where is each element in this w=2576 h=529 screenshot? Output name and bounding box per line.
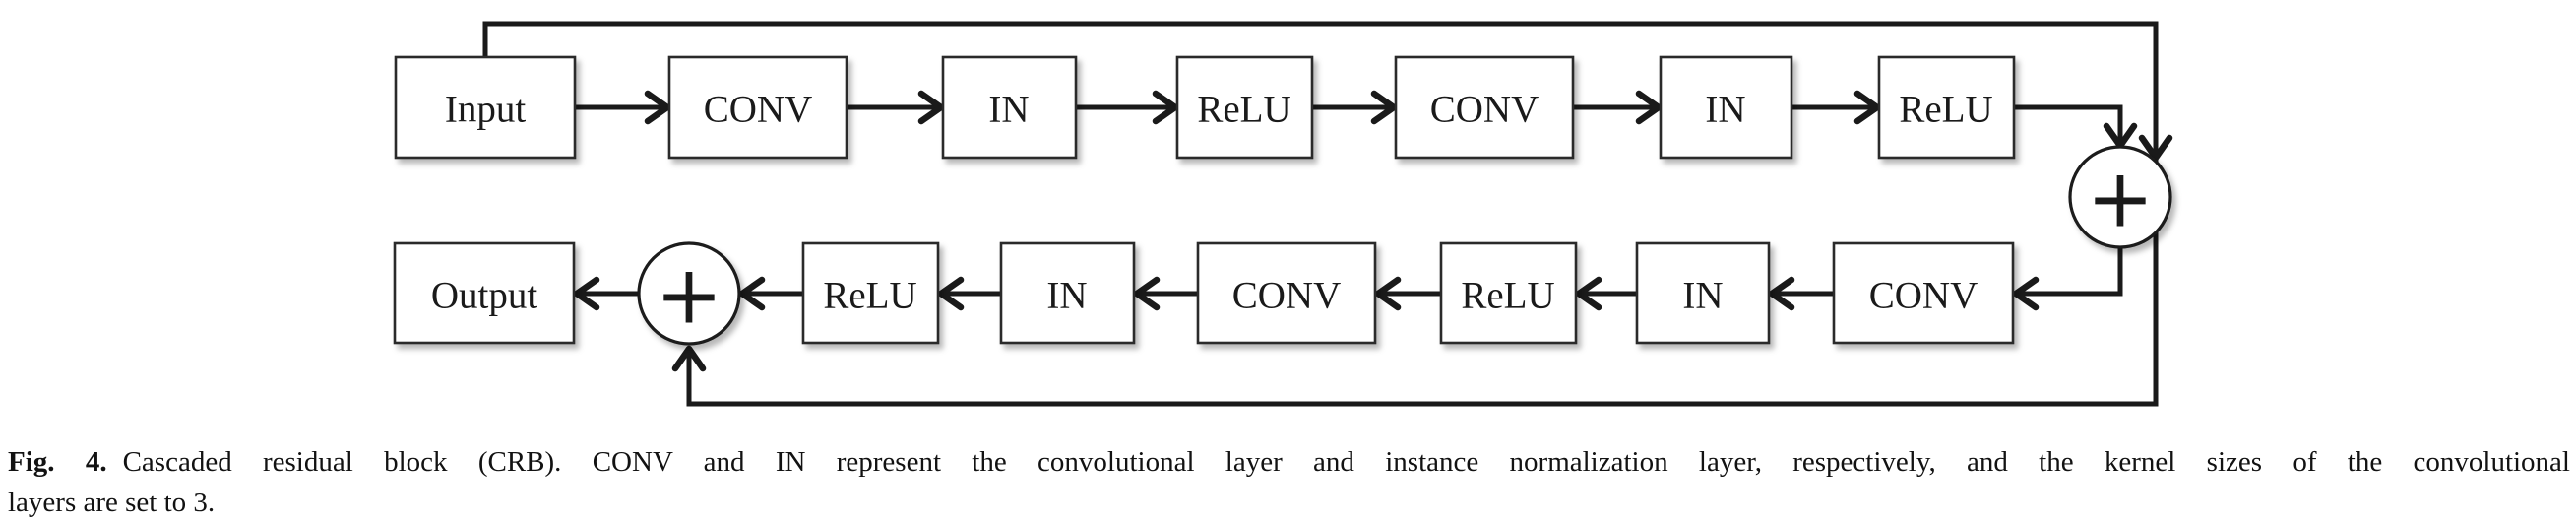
output-label: Output xyxy=(431,275,538,317)
arrow-adder1-to-bottomconv1 xyxy=(2012,246,2123,311)
bottom-in2-label: IN xyxy=(1046,275,1087,317)
top-relu1-node: ReLU xyxy=(1175,55,1314,160)
top-relu2-node: ReLU xyxy=(1877,55,2016,160)
caption-text-line1: Cascaded residual block (CRB). CONV and … xyxy=(122,446,2570,478)
bottom-relu2-node: ReLU xyxy=(801,241,940,345)
bottom-relu1-node: ReLU xyxy=(1439,241,1578,345)
top-in2-label: IN xyxy=(1705,89,1745,131)
caption-figure-label: Fig. 4. xyxy=(8,446,107,478)
bottom-in1-node: IN xyxy=(1635,241,1771,345)
caption-line-2: layers are set to 3. xyxy=(8,483,2570,523)
input-label: Input xyxy=(445,89,526,131)
top-conv1-node: CONV xyxy=(667,55,848,160)
caption-line-1: Fig. 4. Cascaded residual block (CRB). CO… xyxy=(8,442,2570,483)
top-relu2-label: ReLU xyxy=(1899,89,1992,131)
top-relu1-label: ReLU xyxy=(1197,89,1290,131)
bottom-in1-label: IN xyxy=(1682,275,1723,317)
top-in1-node: IN xyxy=(941,55,1078,160)
bottom-conv1-node: CONV xyxy=(1832,241,2015,345)
top-conv1-label: CONV xyxy=(704,89,813,131)
input-node: Input xyxy=(394,55,577,160)
figure-caption: Fig. 4. Cascaded residual block (CRB). CO… xyxy=(0,442,2576,523)
bottom-conv2-label: CONV xyxy=(1232,275,1342,317)
bottom-relu1-label: ReLU xyxy=(1461,275,1554,317)
caption-text-line2: layers are set to 3. xyxy=(8,487,216,518)
output-node: Output xyxy=(393,241,576,345)
top-in1-label: IN xyxy=(988,89,1029,131)
arrow-toprelu2-to-adder1 xyxy=(2014,104,2138,150)
bottom-conv1-label: CONV xyxy=(1869,275,1979,317)
adder1-plus-label: + xyxy=(2087,153,2155,246)
top-in2-node: IN xyxy=(1659,55,1793,160)
adder2-plus-label: + xyxy=(656,249,723,343)
top-conv2-label: CONV xyxy=(1430,89,1539,131)
bottom-conv2-node: CONV xyxy=(1196,241,1377,345)
adder1-circle xyxy=(2068,145,2172,249)
crb-block-diagram: + + Input CONV IN ReLU CONV IN xyxy=(393,21,2173,407)
bottom-relu2-label: ReLU xyxy=(823,275,916,317)
bottom-in2-node: IN xyxy=(999,241,1136,345)
top-conv2-node: CONV xyxy=(1394,55,1575,160)
adder2-circle xyxy=(637,241,741,346)
